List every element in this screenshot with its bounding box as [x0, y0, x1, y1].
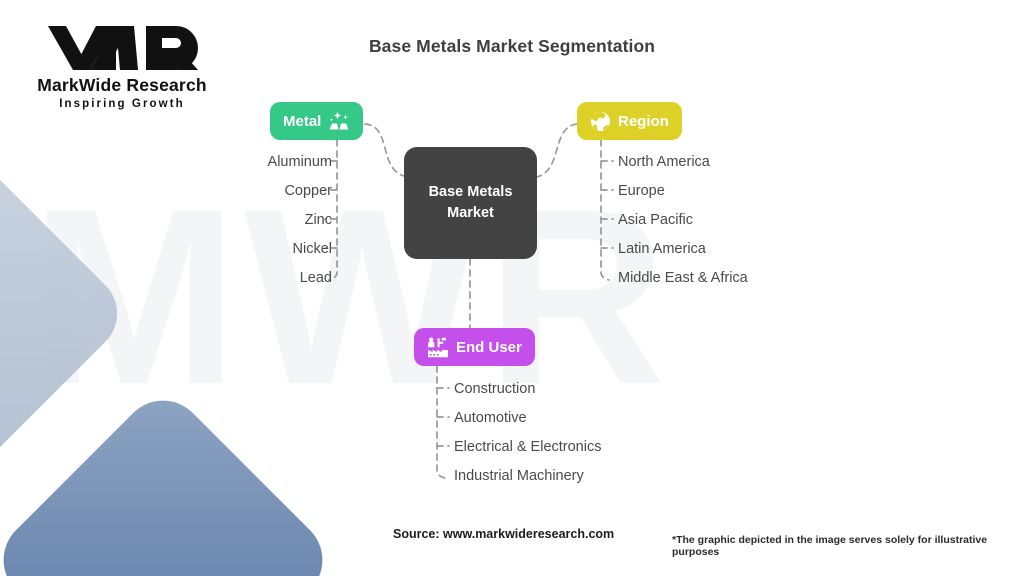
- leaf-region-1[interactable]: Europe: [618, 183, 665, 199]
- center-node-label-line2: Market: [447, 205, 494, 221]
- leaf-region-3[interactable]: Latin America: [618, 241, 706, 257]
- connector-enduser-spine: [436, 365, 446, 479]
- branch-label-region: Region: [618, 112, 669, 130]
- leaf-metal-4[interactable]: Lead: [299, 270, 332, 286]
- center-node[interactable]: Base Metals Market: [404, 147, 537, 259]
- leaf-metal-1[interactable]: Copper: [284, 183, 332, 199]
- branch-badge-region[interactable]: Region: [577, 102, 682, 140]
- connector-metal-to-center: [364, 123, 405, 177]
- globe-icon: [590, 111, 611, 132]
- branch-label-metal: Metal: [283, 112, 322, 130]
- connector-metal-spine: [328, 139, 338, 281]
- connector-region-spine: [600, 139, 610, 281]
- brand-logo: MarkWide Research Inspiring Growth: [22, 22, 222, 110]
- leaf-metal-0[interactable]: Aluminum: [267, 154, 332, 170]
- disclaimer-label: *The graphic depicted in the image serve…: [672, 534, 988, 558]
- leaf-region-0[interactable]: North America: [618, 154, 710, 170]
- source-label: Source: www.markwideresearch.com: [393, 527, 615, 541]
- leaf-end-user-1[interactable]: Automotive: [454, 410, 527, 426]
- leaf-metal-2[interactable]: Zinc: [304, 212, 332, 228]
- leaf-region-4[interactable]: Middle East & Africa: [618, 270, 748, 286]
- connector-region-to-center: [536, 123, 578, 178]
- mwr-monogram-icon: [48, 26, 198, 70]
- leaf-region-2[interactable]: Asia Pacific: [618, 212, 693, 228]
- branch-label-end-user: End User: [456, 338, 522, 356]
- branch-badge-metal[interactable]: Metal: [270, 102, 364, 140]
- leaf-end-user-2[interactable]: Electrical & Electronics: [454, 439, 602, 455]
- brand-tagline: Inspiring Growth: [59, 98, 185, 110]
- leaf-end-user-3[interactable]: Industrial Machinery: [454, 468, 584, 484]
- leaf-metal-3[interactable]: Nickel: [292, 241, 332, 257]
- metal-bars-icon: [328, 111, 350, 131]
- brand-name: MarkWide Research: [37, 75, 207, 95]
- center-node-label-line1: Base Metals: [428, 183, 513, 200]
- page-title: Base Metals Market Segmentation: [368, 36, 656, 56]
- leaf-end-user-0[interactable]: Construction: [454, 381, 536, 397]
- branch-badge-end-user[interactable]: End User: [414, 328, 535, 366]
- factory-icon: [427, 337, 449, 358]
